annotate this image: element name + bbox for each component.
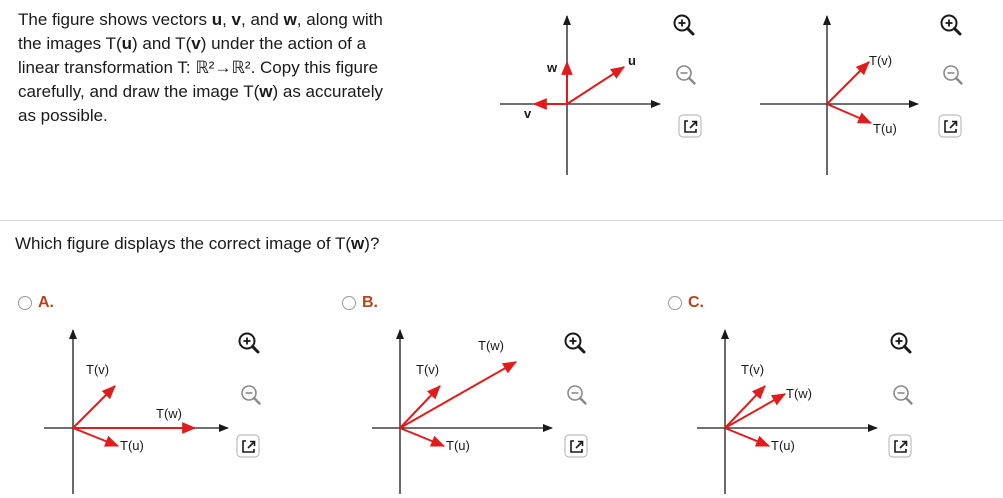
- problem-statement: The figure shows vectors u, v, and w, al…: [18, 10, 384, 125]
- original-vectors-figure: u w v: [500, 15, 661, 175]
- vector-tu: [399, 427, 446, 447]
- label-v: v: [524, 106, 532, 121]
- section-divider: [0, 220, 1003, 221]
- label-tv: T(v): [869, 53, 892, 68]
- label-tu: T(u): [873, 121, 897, 136]
- zoom-in-icon[interactable]: [888, 330, 914, 356]
- radio-button-c[interactable]: [668, 296, 682, 310]
- label-tu: T(u): [446, 438, 470, 453]
- option-a-label: A.: [38, 294, 54, 311]
- vector-tu: [826, 103, 873, 124]
- zoom-out-icon[interactable]: [564, 382, 590, 408]
- question-text: Which figure displays the correct image …: [15, 234, 380, 253]
- zoom-out-icon[interactable]: [673, 62, 699, 88]
- pop-out-icon[interactable]: [938, 114, 964, 140]
- label-tw: T(w): [156, 406, 182, 421]
- option-a-figure: T(v) T(w) T(u): [44, 329, 229, 494]
- label-tw: T(w): [478, 338, 504, 353]
- pop-out-icon[interactable]: [564, 434, 590, 460]
- vector-tu: [72, 427, 120, 447]
- option-b[interactable]: B.: [342, 294, 378, 312]
- label-tw: T(w): [786, 386, 812, 401]
- zoom-out-icon[interactable]: [940, 62, 966, 88]
- radio-button-a[interactable]: [18, 296, 32, 310]
- vector-tv: [399, 385, 441, 429]
- vector-tv: [72, 385, 116, 429]
- label-tv: T(v): [86, 362, 109, 377]
- vector-tv: [724, 385, 766, 429]
- pop-out-icon[interactable]: [888, 434, 914, 460]
- zoom-in-icon[interactable]: [236, 330, 262, 356]
- vector-u: [566, 66, 625, 105]
- option-c-label: C.: [688, 294, 704, 311]
- zoom-out-icon[interactable]: [238, 382, 264, 408]
- radio-button-b[interactable]: [342, 296, 356, 310]
- label-w: w: [546, 60, 558, 75]
- vector-tu: [724, 427, 771, 447]
- zoom-out-icon[interactable]: [890, 382, 916, 408]
- pop-out-icon[interactable]: [678, 114, 704, 140]
- vector-tv: [826, 61, 870, 105]
- pop-out-icon[interactable]: [236, 434, 262, 460]
- option-b-label: B.: [362, 294, 378, 311]
- option-a[interactable]: A.: [18, 294, 54, 312]
- image-vectors-figure: T(v) T(u): [760, 15, 919, 175]
- option-c-figure: T(v) T(w) T(u): [697, 329, 878, 494]
- zoom-in-icon[interactable]: [671, 12, 697, 38]
- label-u: u: [628, 53, 636, 68]
- zoom-in-icon[interactable]: [938, 12, 964, 38]
- option-b-figure: T(v) T(w) T(u): [372, 329, 553, 494]
- vector-tw: [399, 361, 518, 429]
- vector-tw: [724, 393, 787, 429]
- zoom-in-icon[interactable]: [562, 330, 588, 356]
- label-tv: T(v): [416, 362, 439, 377]
- label-tu: T(u): [120, 438, 144, 453]
- label-tu: T(u): [771, 438, 795, 453]
- label-tv: T(v): [741, 362, 764, 377]
- option-c[interactable]: C.: [668, 294, 704, 312]
